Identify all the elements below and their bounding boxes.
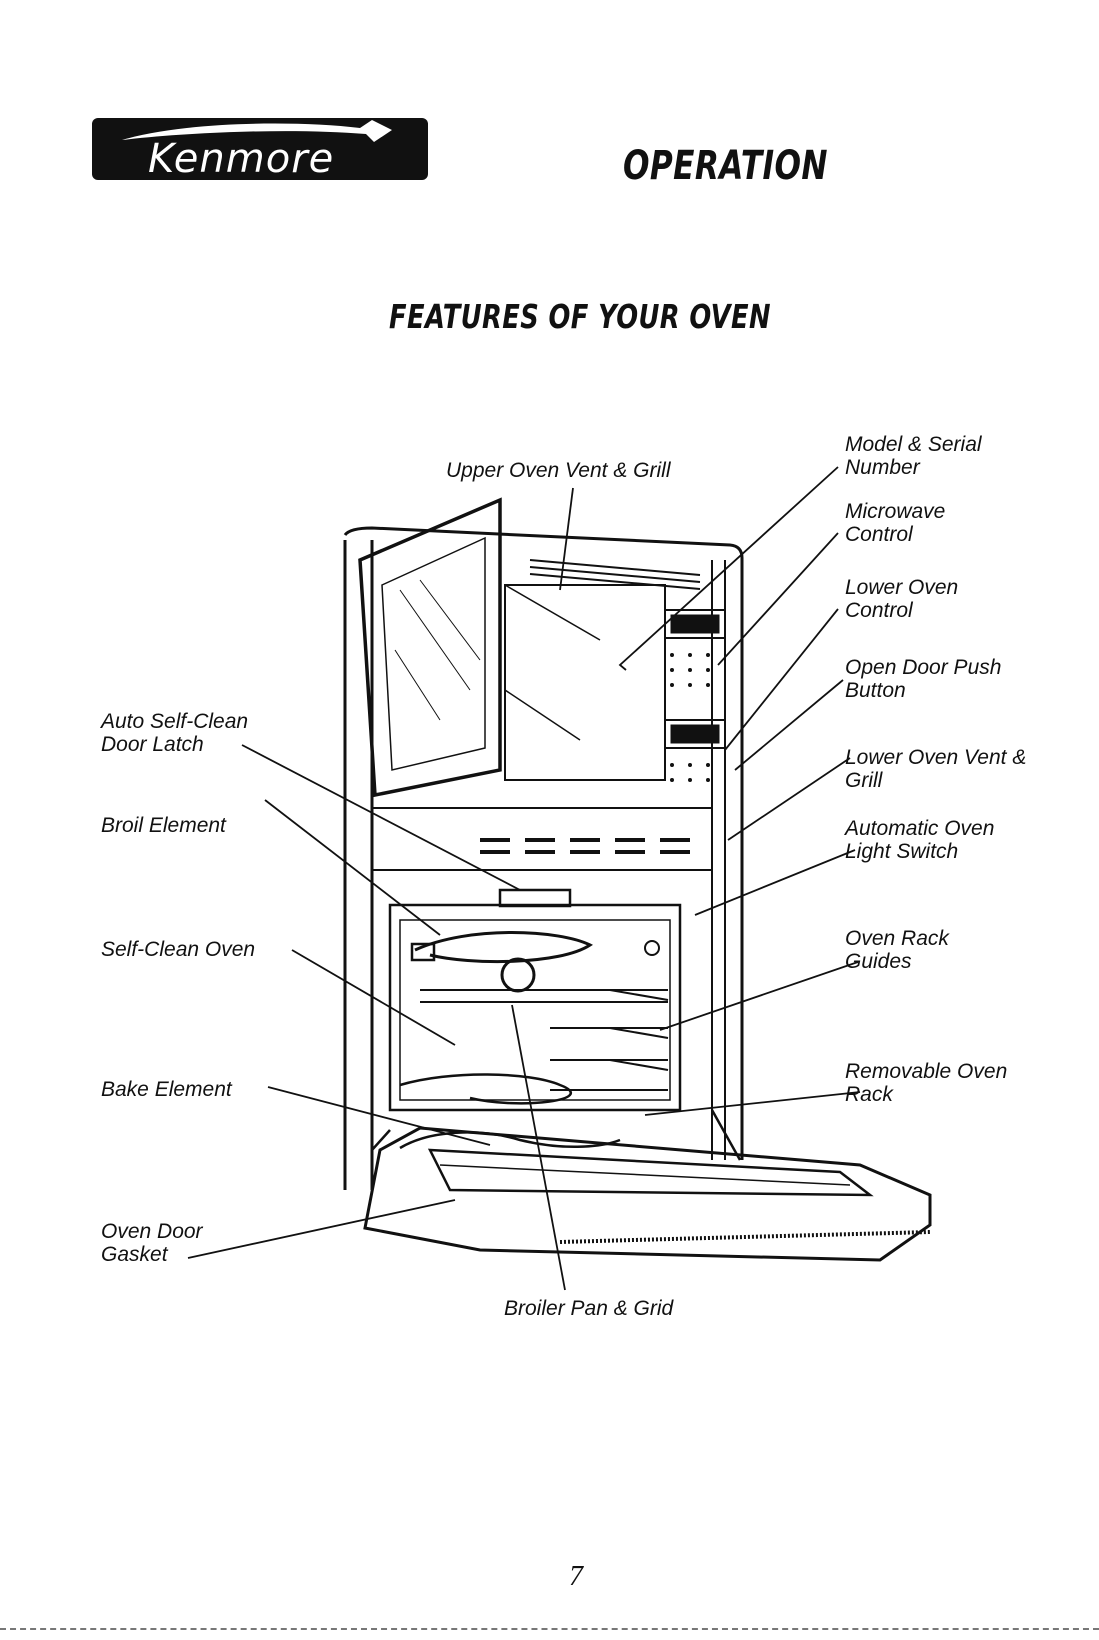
leader-bake-element xyxy=(267,1086,491,1146)
leader-door-gasket xyxy=(187,1199,456,1259)
label-line: Microwave xyxy=(845,500,946,523)
leader-open-door xyxy=(734,679,844,771)
section-title: OPERATION xyxy=(623,143,828,189)
label-line: Control xyxy=(845,523,913,546)
label-lower-oven-vent: Lower Oven Vent & Grill xyxy=(845,746,1026,792)
label-oven-rack-guides: Oven Rack Guides xyxy=(845,927,949,973)
label-microwave-control: Microwave Control xyxy=(845,500,945,546)
label-line: Rack xyxy=(845,1083,893,1106)
leader-light-switch xyxy=(694,849,856,916)
label-line: Oven Rack xyxy=(845,927,949,950)
leader-door-latch xyxy=(241,744,521,891)
label-model-serial: Model & Serial Number xyxy=(845,433,982,479)
label-lower-oven-control: Lower Oven Control xyxy=(845,576,958,622)
leader-removable-rack xyxy=(644,1091,861,1116)
leader-broiler-pan xyxy=(511,1004,566,1291)
label-line: Guides xyxy=(845,950,912,973)
diagram-title: FEATURES OF YOUR OVEN xyxy=(389,297,771,336)
leader-rack-guides xyxy=(659,961,859,1031)
label-line: Lower Oven Vent & xyxy=(845,746,1027,769)
leader-upper-vent xyxy=(559,487,574,591)
label-line: Oven Door xyxy=(101,1220,203,1243)
label-oven-door-gasket: Oven Door Gasket xyxy=(101,1220,203,1266)
label-auto-self-clean-door-latch: Auto Self-Clean Door Latch xyxy=(101,710,248,756)
label-line: Automatic Oven xyxy=(845,817,995,840)
label-line: Control xyxy=(845,599,913,622)
label-line: Light Switch xyxy=(845,840,959,863)
label-line: Auto Self-Clean xyxy=(101,710,249,733)
label-open-door-push-button: Open Door Push Button xyxy=(845,656,1001,702)
label-bake-element: Bake Element xyxy=(101,1078,232,1101)
leader-microwave-control xyxy=(717,532,839,666)
label-self-clean-oven: Self-Clean Oven xyxy=(101,938,256,961)
leader-lower-vent xyxy=(727,757,851,841)
label-removable-oven-rack: Removable Oven Rack xyxy=(845,1060,1007,1106)
page-number: 7 xyxy=(569,1561,583,1592)
label-line: Gasket xyxy=(101,1243,168,1266)
label-line: Door Latch xyxy=(101,733,204,756)
label-broiler-pan-grid: Broiler Pan & Grid xyxy=(504,1297,674,1320)
leader-self-clean-oven xyxy=(291,949,456,1046)
kenmore-logo-text: Kenmore xyxy=(148,136,334,180)
label-line: Open Door Push xyxy=(845,656,1002,679)
label-line: Button xyxy=(845,679,906,702)
kenmore-logo: Kenmore xyxy=(92,118,428,180)
label-line: Removable Oven xyxy=(845,1060,1008,1083)
leader-model-serial xyxy=(618,466,839,671)
label-broil-element: Broil Element xyxy=(101,814,226,837)
leader-lower-oven-control xyxy=(724,608,839,751)
label-line: Lower Oven xyxy=(845,576,959,599)
label-line: Grill xyxy=(845,769,883,792)
label-upper-oven-vent: Upper Oven Vent & Grill xyxy=(446,459,671,482)
label-automatic-oven-light-switch: Automatic Oven Light Switch xyxy=(845,817,994,863)
label-line: Model & Serial xyxy=(845,433,982,456)
bottom-rule xyxy=(0,1628,1099,1630)
label-line: Number xyxy=(845,456,920,479)
leader-broil-element xyxy=(264,799,441,936)
